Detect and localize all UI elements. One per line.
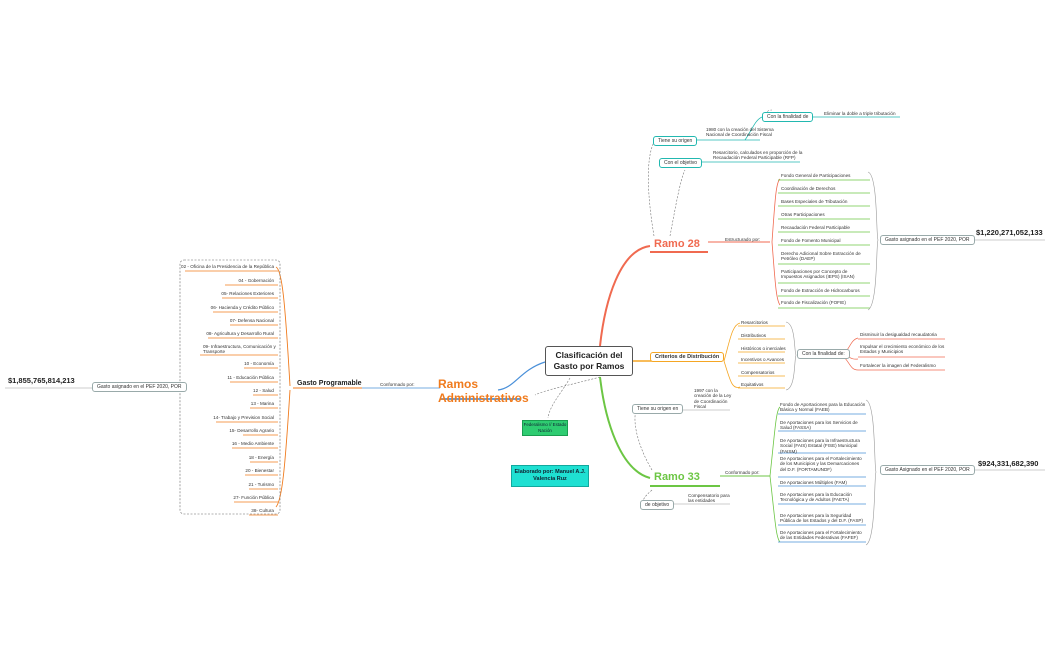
ramo33-item[interactable]: De Aportaciones para el Fortalecimiento … [780,456,862,472]
admin-item[interactable]: 27- Función Pública [233,495,274,500]
ramo28-item[interactable]: Fondo de Fomento Municipal [781,238,841,243]
admin-item[interactable]: 08- Agricultura y Desarrollo Rural [206,331,274,336]
central-topic[interactable]: Clasificación del Gasto por Ramos [545,346,633,376]
ramo28-item[interactable]: Fondo de Fiscalización (FOFIE) [781,300,846,305]
gasto-asignado-33-box[interactable]: Gasto Asignado en el PEF 2020, POR [880,465,975,475]
origen-28-box[interactable]: Tiene su origen [653,136,698,146]
admin-item[interactable]: 14- Trabajo y Prevision Social [213,415,274,420]
gasto-programable-node[interactable]: Gasto Programable [297,380,362,387]
ramo33-item[interactable]: De Aportaciones para la Seguridad Públic… [780,513,863,524]
criterios-finalidad-box[interactable]: Con la finalidad de: [797,349,850,359]
ramo33-item[interactable]: De Aportaciones para el Fortalecimiento … [780,530,862,541]
criterio-item[interactable]: Incentivos o Avances [741,357,785,362]
ramo28-item[interactable]: Recaudación Federal Participable [781,225,850,230]
origen-33-text: 1997 con la creación de la Ley de Coordi… [694,388,732,409]
objetivo-33-box[interactable]: de objetivo [640,500,675,510]
amount-33: $924,331,682,390 [978,459,1039,468]
ramo-28-node[interactable]: Ramo 28 [654,238,700,250]
admin-item[interactable]: 12 - Salud [253,388,274,393]
admin-item[interactable]: 20 - Bienestar [245,468,274,473]
admin-item[interactable]: 18 - Energía [248,455,274,460]
ramo33-item[interactable]: Fondo de Aportaciones para la Educación … [780,402,866,413]
admin-item[interactable]: 13 - Marina [250,401,274,406]
criterios-node[interactable]: Criterios de Distribución [650,352,725,362]
admin-item[interactable]: 10 - Economía [244,361,274,366]
ramo33-item[interactable]: De Aportaciones Múltiples (FAM) [780,480,847,485]
admin-item[interactable]: 21 - Turismo [248,482,274,487]
criterio-item[interactable]: Distributivos [741,333,767,338]
ramo28-item[interactable]: Participaciones por Concepto de Impuesto… [781,269,855,280]
amount-28: $1,220,271,052,133 [976,228,1043,237]
objetivo-28-box[interactable]: Con el objetivo [659,158,703,168]
admin-item[interactable]: 15- Desarrollo Agrario [229,428,274,433]
criterio-item[interactable]: Históricos o inerciales [741,346,786,351]
objetivo-28-text: Resarcitorio, calculados en proporción d… [713,150,803,161]
author-note[interactable]: Elaborado por: Manuel A.J. Valencia Ruz [511,465,589,487]
estructurado-label: Estructurado por: [725,237,761,242]
admin-item[interactable]: 05- Relaciones Exteriores [221,291,274,296]
admin-item[interactable]: 11 - Educación Pública [227,375,274,380]
conformado-33-label: Conformado por: [725,470,760,475]
origen-33-box[interactable]: Tiene su origen en [632,404,684,414]
ramo33-item[interactable]: De Aportaciones para los Servicios de Sa… [780,420,858,431]
ramo28-item[interactable]: Fondo de Extracción de Hidrocarburos [781,288,860,293]
criterio-item[interactable]: Resarcitorios [741,320,768,325]
ramo-33-node[interactable]: Ramo 33 [654,471,700,483]
admin-item[interactable]: 09- Infraestructura, Comunicación y Tran… [203,344,276,355]
ramo33-item[interactable]: De Aportaciones para la Educación Tecnol… [780,492,852,503]
criterio-item[interactable]: Compensatorios [741,370,775,375]
ramo28-item[interactable]: Bases Especiales de Tributación [781,199,848,204]
admin-item[interactable]: 38- Cultura [251,508,274,513]
origen-28-text: 1980 con la creación del Sistema Naciona… [706,127,774,138]
ramo28-item[interactable]: Fondo General de Participaciones [781,173,851,178]
admin-item[interactable]: 06- Hacienda y Crédito Público [210,305,274,310]
admin-item[interactable]: 04 - Gobernación [238,278,275,283]
gasto-asignado-28-box[interactable]: Gasto asignado en el PEF 2020, POR [880,235,975,245]
criterio-finalidad-item[interactable]: Fortalecer la imagen del Federalismo [860,363,936,368]
conformado-por-label: Conformado por: [380,382,415,387]
finalidad-28-box[interactable]: Con la finalidad de [762,112,814,122]
gasto-asignado-admin-box[interactable]: Gasto asignado en el PEF 2020, POR [92,382,187,392]
criterio-finalidad-item[interactable]: Impulsar el crecimiento económico de los… [860,344,945,355]
finalidad-28-text: Eliminar la doble a triple tributación [824,111,896,116]
admin-item[interactable]: 16 - Medio Ambiente [231,441,274,446]
admin-item[interactable]: 07- Defensa Nacional [229,318,274,323]
criterio-finalidad-item[interactable]: Disminuir la desigualdad recaudatoria [860,332,937,337]
amount-admin: $1,855,765,814,213 [8,376,75,385]
ramo28-item[interactable]: Derecho Adicional Sobre Extracción de Pe… [781,251,861,262]
ramo28-item[interactable]: Otras Participaciones [781,212,825,217]
admin-item[interactable]: 02 - Oficina de la Presidencia de la Rep… [181,264,274,269]
ramos-administrativos-node[interactable]: Ramos Administrativos [438,377,529,405]
objetivo-33-text: Compensatorio para las entidades [688,493,730,504]
criterio-item[interactable]: Equitativos [741,382,764,387]
ramo28-item[interactable]: Coordinación de Derechos [781,186,836,191]
ramo33-item[interactable]: De Aportaciones para la Infraestructura … [780,438,860,454]
federalismo-note[interactable]: Federalismo // Estado Nación [522,420,568,436]
